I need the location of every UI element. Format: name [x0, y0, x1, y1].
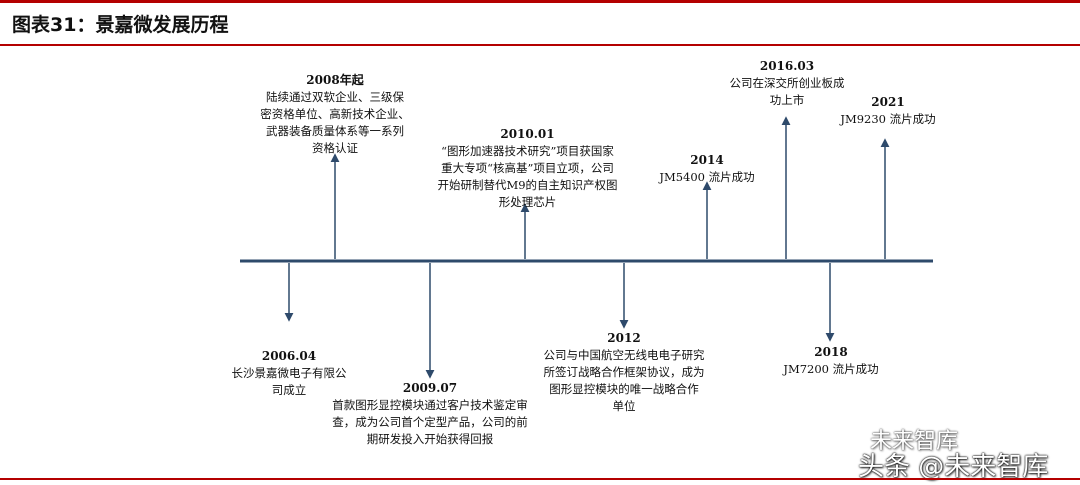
event-2016: 2016.03 公司在深交所创业板成 功上市	[712, 58, 862, 109]
event-2006: 2006.04 长沙景嘉微电子有限公 司成立	[214, 348, 364, 399]
event-date: 2006.04	[261, 349, 317, 363]
event-2014: 2014 JM5400 流片成功	[642, 152, 772, 186]
event-2012: 2012 公司与中国航空无线电电子研究 所签订战略合作框架协议，成为 图形显控模…	[524, 330, 724, 415]
event-2021: 2021 JM9230 流片成功	[828, 94, 948, 128]
event-desc: 首款图形显控模块通过客户技术鉴定审 查，成为公司首个定型产品，公司的前 期研发投…	[332, 398, 528, 446]
event-desc: 长沙景嘉微电子有限公 司成立	[231, 366, 347, 397]
event-desc: JM9230 流片成功	[840, 112, 936, 126]
event-desc: JM5400 流片成功	[659, 170, 755, 184]
event-2018: 2018 JM7200 流片成功	[766, 344, 896, 378]
event-desc: “图形加速器技术研究”项目获国家 重大专项“核高基”项目立项，公司 开始研制替代…	[437, 144, 618, 209]
figure-title: 图表31：景嘉微发展历程	[12, 14, 229, 36]
event-desc: 公司在深交所创业板成 功上市	[729, 76, 845, 107]
event-2008: 2008年起 陆续通过双软企业、三级保 密资格单位、高新技术企业、 武器装备质量…	[245, 72, 425, 157]
event-desc: JM7200 流片成功	[783, 362, 879, 376]
title-rule	[0, 44, 1080, 46]
event-desc: 公司与中国航空无线电电子研究 所签订战略合作框架协议，成为 图形显控模块的唯一战…	[543, 348, 705, 413]
watermark-top: 未来智库	[870, 429, 959, 454]
event-date: 2009.07	[402, 381, 458, 395]
event-2009: 2009.07 首款图形显控模块通过客户技术鉴定审 查，成为公司首个定型产品，公…	[315, 380, 545, 448]
event-date: 2014	[690, 153, 724, 167]
event-date: 2008年起	[306, 73, 364, 87]
watermark-bottom: 头条 @未来智库	[858, 452, 1049, 482]
event-date: 2021	[871, 95, 905, 109]
event-date: 2016.03	[759, 59, 815, 73]
event-date: 2018	[814, 345, 848, 359]
event-date: 2012	[607, 331, 641, 345]
bottom-rule	[0, 478, 1080, 480]
event-desc: 陆续通过双软企业、三级保 密资格单位、高新技术企业、 武器装备质量体系等一系列 …	[260, 90, 410, 155]
event-date: 2010.01	[500, 127, 555, 141]
event-2010: 2010.01 “图形加速器技术研究”项目获国家 重大专项“核高基”项目立项，公…	[420, 126, 635, 211]
top-border	[0, 0, 1080, 3]
